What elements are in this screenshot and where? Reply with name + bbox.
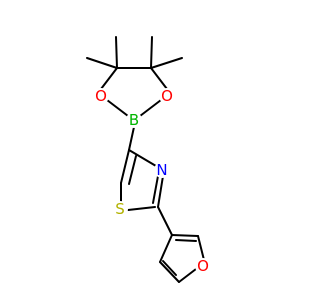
atom-oxygen-furan: O [195, 257, 211, 275]
bond-c4-c5 [120, 149, 130, 184]
nitrogen-label: N [156, 161, 167, 179]
atom-sulfur: S [112, 200, 128, 218]
bond-methyl-1 [115, 36, 118, 69]
bond-o-left-c [100, 67, 118, 90]
bond-furan-c3-c2-double [175, 239, 197, 242]
bond-furan-c5-c4-double [162, 260, 177, 276]
atom-nitrogen: N [154, 161, 170, 179]
sulfur-label: S [115, 200, 125, 218]
oxygen-furan-label: O [197, 257, 209, 275]
bond-c4-c5-double [128, 155, 137, 185]
bond-methyl-2 [86, 57, 118, 69]
boron-label: B [129, 111, 139, 129]
bonds [86, 36, 205, 283]
bond-b-o-left [106, 99, 129, 117]
bond-n-c2-double [152, 175, 159, 204]
bond-furan-c2-o [197, 235, 205, 261]
bond-c2-furan [157, 206, 173, 236]
bond-n-c2 [157, 175, 164, 208]
bond-furan-c4-c3 [159, 234, 173, 263]
chemical-structure: B O O N S O [86, 36, 211, 283]
atom-oxygen-left: O [93, 87, 109, 105]
bond-furan-c3-c2 [171, 234, 199, 237]
bond-methyl-4 [150, 57, 183, 69]
atom-boron: B [126, 111, 142, 129]
atom-oxygen-right: O [159, 87, 175, 105]
oxygen-right-label: O [161, 87, 173, 105]
bond-b-o-right [139, 99, 162, 117]
bond-b-c4 [128, 126, 135, 151]
oxygen-left-label: O [95, 87, 107, 105]
bond-furan-o-c5 [178, 268, 197, 283]
bond-methyl-3 [150, 36, 153, 69]
bond-c4-n [128, 149, 157, 167]
bond-o-right-c [150, 67, 168, 90]
bond-furan-c5-c4 [159, 261, 180, 283]
atom-labels: B O O N S O [93, 87, 211, 275]
bond-s-c2 [127, 206, 156, 211]
